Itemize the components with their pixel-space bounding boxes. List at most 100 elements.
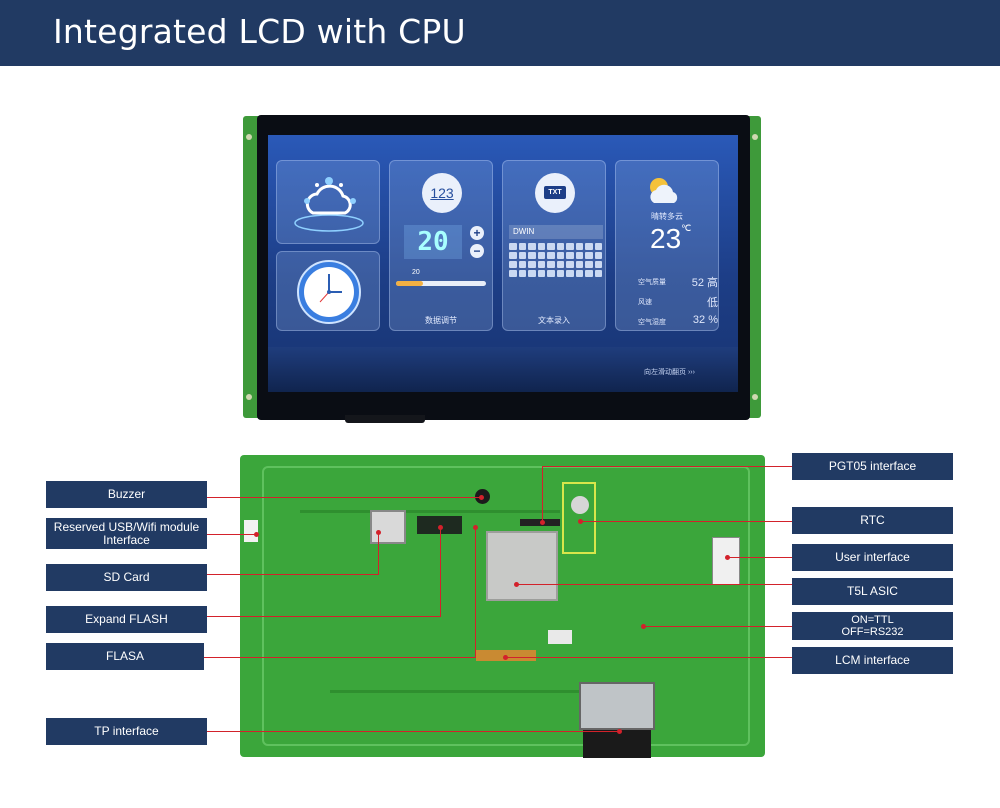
leader-line [204, 657, 476, 658]
leader-line [542, 466, 792, 467]
clock-card [276, 251, 380, 331]
keyboard-key [518, 252, 526, 259]
keyboard-key [594, 243, 602, 250]
keyboard-key [509, 261, 517, 268]
rtc-cell [571, 496, 589, 514]
leader-line [643, 626, 792, 627]
keyboard-key [537, 252, 545, 259]
user-interface-connector [712, 537, 740, 585]
label-flasa: FLASA [46, 643, 204, 670]
weather-row-value: 低 [707, 297, 718, 309]
label-pgt05: PGT05 interface [792, 453, 953, 480]
leader-line [542, 466, 543, 522]
weather-row-label: 空气质量 [638, 279, 666, 286]
flex-cable-tab [345, 415, 425, 423]
swipe-hint-text: 向左滑动翻页 [644, 369, 686, 376]
keyboard-key [556, 252, 564, 259]
mount-hole [246, 134, 252, 140]
keyboard-key [594, 252, 602, 259]
weather-condition: 晴转多云 [651, 212, 683, 221]
number-adjust-label: 数据调节 [425, 316, 457, 325]
label-lcm-interface: LCM interface [792, 647, 953, 674]
leader-line [580, 521, 792, 522]
leader-line [440, 527, 441, 616]
keyboard-key [566, 270, 574, 277]
label-user-interface: User interface [792, 544, 953, 571]
weather-row: 风速低 [624, 297, 718, 309]
clock-icon [294, 258, 364, 326]
keyboard-key [528, 270, 536, 277]
leader-dot [473, 525, 478, 530]
minus-icon: − [470, 244, 484, 258]
rtc-battery [562, 482, 596, 554]
text-input: DWIN [509, 225, 603, 239]
keyboard-key [547, 261, 555, 268]
mount-hole [752, 134, 758, 140]
label-expand-flash: Expand FLASH [46, 606, 207, 633]
keyboard-key [547, 270, 555, 277]
mount-hole [752, 394, 758, 400]
leader-line [207, 616, 441, 617]
plus-icon: + [470, 226, 484, 240]
leader-dot [617, 729, 622, 734]
page-title: Integrated LCD with CPU [53, 12, 466, 51]
leader-dot [578, 519, 583, 524]
temperature: 23℃ [650, 223, 691, 255]
swipe-hint: 向左滑动翻页 ››› [644, 367, 695, 377]
keyboard-key [594, 270, 602, 277]
cloud-card [276, 160, 380, 244]
keyboard-key [518, 261, 526, 268]
temperature-unit: ℃ [681, 223, 692, 233]
screen-bottom-band [268, 347, 738, 392]
leader-line [516, 584, 792, 585]
label-ttl-rs232: ON=TTL OFF=RS232 [792, 612, 953, 640]
keyboard-key [518, 270, 526, 277]
leader-line [378, 533, 379, 574]
slider-value: 20 [412, 269, 420, 276]
keyboard-key [566, 243, 574, 250]
keyboard-key [575, 243, 583, 250]
txt-icon: TXT [535, 173, 575, 213]
keyboard-key [556, 243, 564, 250]
weather-row: 空气质量 52 高 [624, 277, 718, 289]
mount-hole [246, 394, 252, 400]
keyboard-key [528, 261, 536, 268]
leader-line [727, 557, 792, 558]
keyboard-key [509, 252, 517, 259]
pcb-outline-trace [262, 466, 750, 746]
sun-cloud-icon [646, 175, 680, 205]
keyboard-key [575, 252, 583, 259]
keyboard-key [509, 270, 517, 277]
cloud-icon [291, 171, 367, 235]
number-adjust-card: 123 20 + − 20 数据调节 [389, 160, 493, 331]
keyboard-key [537, 261, 545, 268]
keyboard-key [585, 243, 593, 250]
keyboard-key [566, 261, 574, 268]
number-display: 20 [404, 225, 462, 259]
pcb-trace [300, 510, 560, 513]
label-usb-wifi: Reserved USB/Wifi module Interface [46, 518, 207, 549]
leader-dot [514, 582, 519, 587]
keyboard-key [585, 252, 593, 259]
keyboard-key [585, 261, 593, 268]
weather-row-value: 52 高 [691, 277, 718, 289]
leader-line [207, 574, 379, 575]
lcd-screen: 123 20 + − 20 数据调节 TXT DWIN 文本录入 [268, 135, 738, 392]
pcb-back-image [240, 455, 765, 757]
label-rtc: RTC [792, 507, 953, 534]
leader-line [475, 527, 476, 657]
tp-connector [579, 682, 655, 730]
label-sd-card: SD Card [46, 564, 207, 591]
keyboard-key [594, 261, 602, 268]
leader-dot [503, 655, 508, 660]
leader-line [505, 657, 792, 658]
t5l-asic-chip [486, 531, 558, 601]
keyboard-key [528, 252, 536, 259]
leader-dot [254, 532, 259, 537]
keyboard-key [585, 270, 593, 277]
leader-line [207, 731, 620, 732]
keyboard-key [547, 252, 555, 259]
keyboard-key [575, 270, 583, 277]
keyboard-key [556, 270, 564, 277]
